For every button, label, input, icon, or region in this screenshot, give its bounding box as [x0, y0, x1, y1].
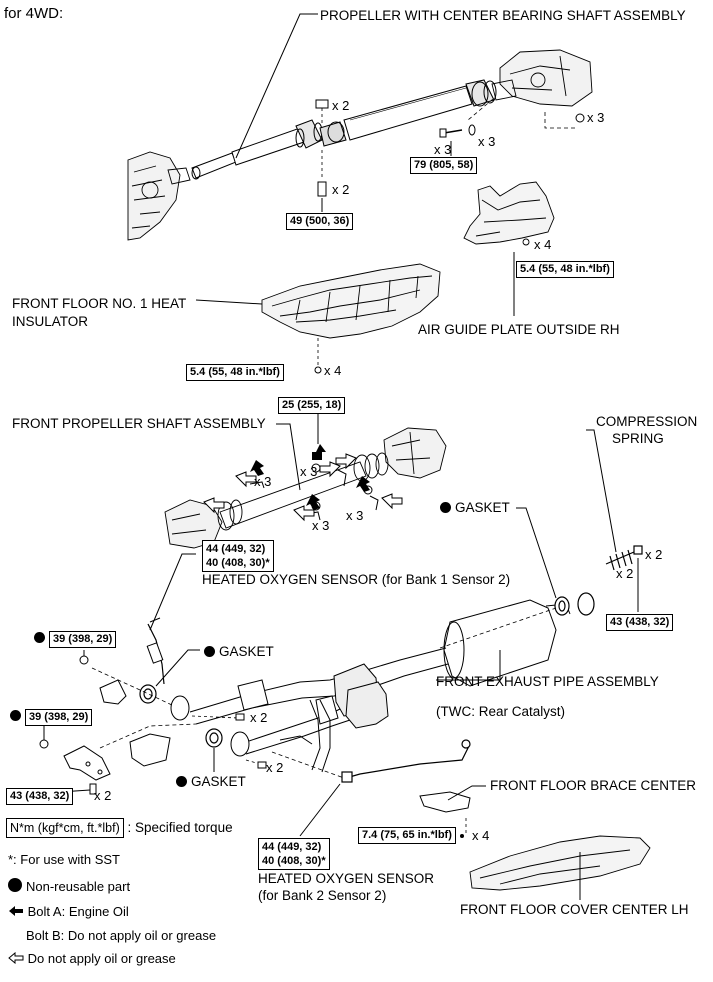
label-front-propeller: FRONT PROPELLER SHAFT ASSEMBLY	[12, 416, 266, 431]
qty-rear-nut: x 3	[587, 110, 605, 125]
filled-circle-icon	[440, 502, 451, 513]
legend-no-oil-text: Do not apply oil or grease	[27, 951, 176, 966]
torque-39-top: 39 (398, 29)	[49, 631, 117, 648]
gasket-bottom-text: GASKET	[191, 774, 246, 789]
rear-differential-drawing	[491, 49, 593, 107]
filled-circle-icon	[34, 632, 45, 643]
torque-39-bot: 39 (398, 29)	[25, 709, 93, 726]
label-hos2-2: (for Bank 2 Sensor 2)	[258, 888, 387, 903]
label-compression-1: COMPRESSION	[596, 414, 698, 429]
filled-circle-icon	[8, 878, 22, 892]
qty-markers	[460, 834, 464, 838]
label-twc: (TWC: Rear Catalyst)	[436, 704, 566, 719]
torque-74: 7.4 (75, 65 in.*lbf)	[358, 827, 456, 844]
exhaust-bracket-drawing	[63, 679, 171, 781]
filled-circle-icon	[204, 646, 215, 657]
label-heat-insulator-2: INSULATOR	[12, 314, 89, 329]
filled-circle-icon	[10, 710, 21, 721]
legend-torque: N*m (kgf*cm, ft.*lbf) : Specified torque	[6, 818, 233, 838]
torque-25: 25 (255, 18)	[278, 397, 346, 414]
gasket-mid-text: GASKET	[219, 644, 274, 659]
qty-spring-1: x 2	[645, 547, 663, 562]
qty-pipe-2: x 2	[266, 760, 284, 775]
exhaust-pipe-drawing	[170, 599, 571, 773]
legend-torque-text: : Specified torque	[127, 820, 233, 835]
qty-air-guide: x 4	[534, 237, 552, 252]
torque-hos2-line1: 44 (449, 32)	[262, 841, 322, 853]
oxygen-sensor-2-drawing	[341, 739, 471, 783]
filled-circle-icon	[176, 776, 187, 787]
compression-spring-drawing	[605, 545, 643, 571]
legend-sst: *: For use with SST	[8, 852, 120, 867]
qty-brace: x 4	[472, 828, 490, 843]
label-hos1: HEATED OXYGEN SENSOR (for Bank 1 Sensor …	[202, 572, 511, 587]
label-gasket-mid: GASKET	[204, 644, 274, 660]
torque-hos2: 44 (449, 32) 40 (408, 30)*	[258, 838, 330, 870]
gasket-drawings	[139, 592, 595, 748]
label-39-bot: 39 (398, 29)	[10, 708, 93, 726]
label-hos2-1: HEATED OXYGEN SENSOR	[258, 871, 435, 886]
torque-hos2-line2: 40 (408, 30)*	[262, 855, 326, 867]
qty-fp-4: x 3	[312, 518, 330, 533]
qty-fp-1: x 3	[300, 464, 318, 479]
torque-43-left: 43 (438, 32)	[6, 788, 74, 805]
qty-nut-top: x 2	[332, 98, 350, 113]
center-bearing-shaft-drawing	[191, 79, 497, 180]
label-front-exhaust: FRONT EXHAUST PIPE ASSEMBLY	[436, 674, 659, 689]
qty-left: x 2	[94, 788, 112, 803]
label-39-top: 39 (398, 29)	[34, 630, 117, 648]
qty-washer: x 3	[478, 134, 496, 149]
legend-nonreusable: Non-reusable part	[8, 878, 130, 894]
qty-bolt-mid: x 2	[332, 182, 350, 197]
oxygen-sensor-1-drawing	[146, 617, 165, 685]
label-gasket-bottom: GASKET	[176, 774, 246, 790]
heat-insulator-drawing	[261, 263, 441, 339]
legend-torque-box: N*m (kgf*cm, ft.*lbf)	[6, 818, 124, 838]
transmission-housing-drawing	[127, 151, 191, 241]
torque-hos1: 44 (449, 32) 40 (408, 30)*	[202, 540, 274, 572]
torque-heat-insulator: 5.4 (55, 48 in.*lbf)	[186, 364, 284, 381]
label-propeller-center: PROPELLER WITH CENTER BEARING SHAFT ASSE…	[320, 8, 686, 23]
legend-bolt-a-text: Bolt A: Engine Oil	[27, 904, 129, 919]
floor-brace-drawing	[419, 791, 471, 813]
front-propeller-shaft-drawing	[164, 427, 447, 549]
filled-arrow-left-icon	[9, 906, 23, 916]
floor-cover-drawing	[469, 835, 651, 891]
bolt-arrow-icons	[250, 444, 370, 510]
qty-fp-3: x 3	[346, 508, 364, 523]
legend-bolt-b: Bolt B: Do not apply oil or grease	[26, 928, 217, 943]
no-oil-arrow-icons	[203, 453, 403, 522]
label-compression-2: SPRING	[612, 431, 664, 446]
label-heat-insulator-1: FRONT FLOOR NO. 1 HEAT	[12, 296, 187, 311]
legend-no-oil: Do not apply oil or grease	[8, 951, 176, 966]
qty-fp-2: x 3	[254, 474, 272, 489]
label-brace: FRONT FLOOR BRACE CENTER	[490, 778, 697, 793]
label-floor-cover: FRONT FLOOR COVER CENTER LH	[460, 902, 689, 917]
torque-43-right: 43 (438, 32)	[606, 614, 674, 631]
torque-hos1-line1: 44 (449, 32)	[206, 543, 266, 555]
gasket-top-text: GASKET	[455, 500, 510, 515]
legend-bolt-a: Bolt A: Engine Oil	[8, 904, 129, 919]
hollow-arrow-left-icon	[8, 951, 24, 965]
qty-spring-2: x 2	[616, 566, 634, 581]
qty-bolt: x 3	[434, 142, 452, 157]
torque-49: 49 (500, 36)	[286, 213, 354, 230]
label-gasket-top: GASKET	[440, 500, 510, 516]
legend-nonreusable-text: Non-reusable part	[26, 879, 131, 894]
qty-pipe-1: x 2	[250, 710, 268, 725]
torque-79: 79 (805, 58)	[410, 157, 478, 174]
qty-heat-insulator: x 4	[324, 363, 342, 378]
torque-hos1-line2: 40 (408, 30)*	[206, 557, 270, 569]
torque-air-guide: 5.4 (55, 48 in.*lbf)	[516, 261, 614, 278]
variant-label: for 4WD:	[4, 5, 64, 22]
label-air-guide: AIR GUIDE PLATE OUTSIDE RH	[418, 322, 620, 337]
air-guide-plate-drawing	[463, 181, 555, 246]
